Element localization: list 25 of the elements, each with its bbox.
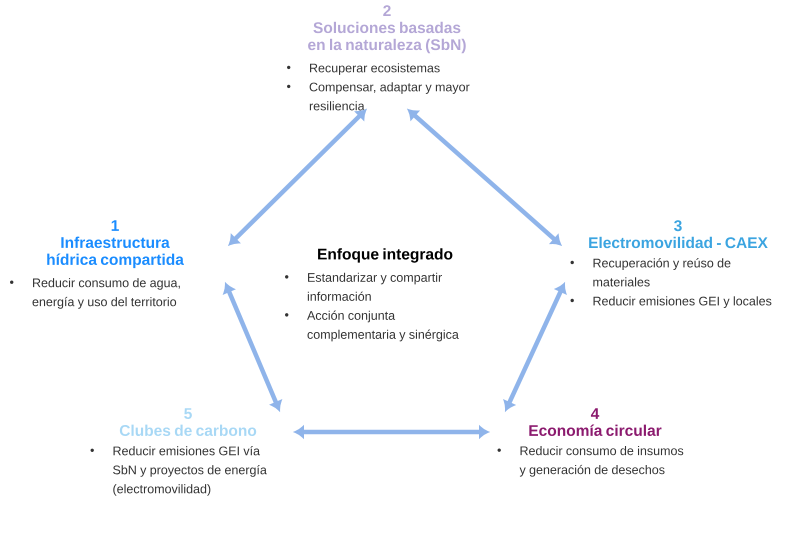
number-label: 3 [674,220,682,232]
double-arrow [228,109,366,246]
heading: Enfoque integrado [318,248,452,263]
number-label: 4 [590,408,600,419]
bullet-item: Compensar, adaptar y mayor resiliencia [287,82,470,110]
bullet-item: Reducir consumo de agua, energía y uso del territorio [10,278,180,309]
bullet-item: Acción conjunta complementaria y sinérgica [285,310,459,342]
number-label: 5 [184,408,192,420]
bullet-item: Recuperar ecosistemas [287,63,440,75]
number-label: 2 [383,5,391,16]
bullet-item: Recuperación y reúso de materiales [570,258,730,286]
bullet-item: Reducir emisiones GEI y locales [570,296,772,308]
heading: Soluciones basadas en la naturaleza (SbN) [308,22,466,54]
heading: Clubes de carbono [120,424,256,436]
double-arrow [294,426,488,438]
double-arrow [223,283,282,411]
bullet-item: Reducir consumo de insumos y generación de desechos [498,446,684,477]
number-label: 1 [112,220,119,231]
heading: Economía circular [529,424,662,436]
double-arrow [408,109,562,246]
bullet-item: Reducir emisiones GEI vía SbN y proyectos de energía (electromovilidad) [90,446,267,496]
heading: Electromovilidad - CAEX [589,236,768,248]
bullet-item: Estandarizar y compartir información [285,272,442,301]
heading: Infraestructura hídrica compartida [47,236,184,268]
double-arrow [504,283,566,411]
